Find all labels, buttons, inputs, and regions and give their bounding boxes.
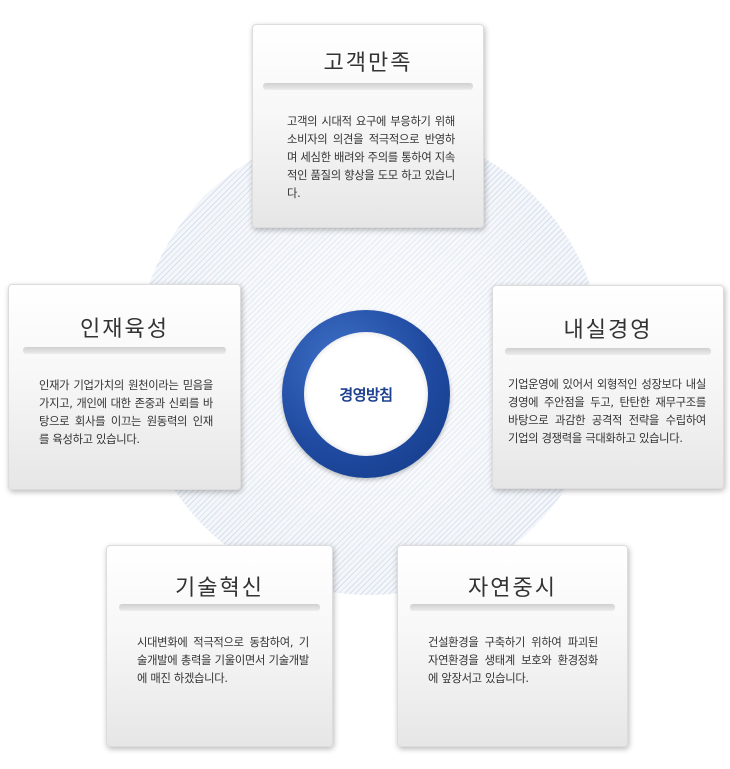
- card-technical-innovation: 기술혁신 시대변화에 적극적으로 동참하여, 기술개발에 총력을 기울이면서 기…: [106, 545, 333, 747]
- card-body: 인재가 기업가치의 원천이라는 믿음을 가지고, 개인에 대한 존중과 신뢰를 …: [39, 379, 213, 446]
- card-body: 건설환경을 구축하기 위하여 파괴된 자연환경을 생태계 보호와 환경정화에 앞…: [428, 636, 598, 685]
- card-title: 기술혁신: [175, 576, 264, 601]
- card-body: 시대변화에 적극적으로 동참하여, 기술개발에 총력을 기울이면서 기술개발에 …: [137, 636, 309, 685]
- card-divider: [263, 83, 473, 90]
- card-title: 인재육성: [80, 317, 169, 342]
- card-title: 내실경영: [563, 318, 653, 343]
- center-label: 경영방침: [339, 385, 393, 404]
- card-divider: [23, 347, 226, 354]
- card-sound-management: 내실경영 기업운영에 있어서 외형적인 성장보다 내실경영에 주안점을 두고, …: [492, 285, 724, 489]
- card-body: 고객의 시대적 요구에 부응하기 위해 소비자의 의견을 적극적으로 반영하며 …: [287, 115, 455, 200]
- center-hub: 경영방침: [282, 310, 450, 478]
- center-hub-inner: 경영방침: [304, 332, 428, 456]
- card-divider: [119, 604, 320, 611]
- card-nature-focus: 자연중시 건설환경을 구축하기 위하여 파괴된 자연환경을 생태계 보호와 환경…: [397, 545, 628, 747]
- card-body: 기업운영에 있어서 외형적인 성장보다 내실경영에 주안점을 두고, 탄탄한 재…: [508, 378, 706, 445]
- card-customer-satisfaction: 고객만족 고객의 시대적 요구에 부응하기 위해 소비자의 의견을 적극적으로 …: [252, 24, 484, 228]
- card-talent-development: 인재육성 인재가 기업가치의 원천이라는 믿음을 가지고, 개인에 대한 존중과…: [8, 284, 241, 490]
- card-title: 자연중시: [468, 576, 557, 601]
- card-divider: [505, 348, 711, 355]
- card-title: 고객만족: [323, 51, 413, 76]
- card-divider: [410, 604, 615, 611]
